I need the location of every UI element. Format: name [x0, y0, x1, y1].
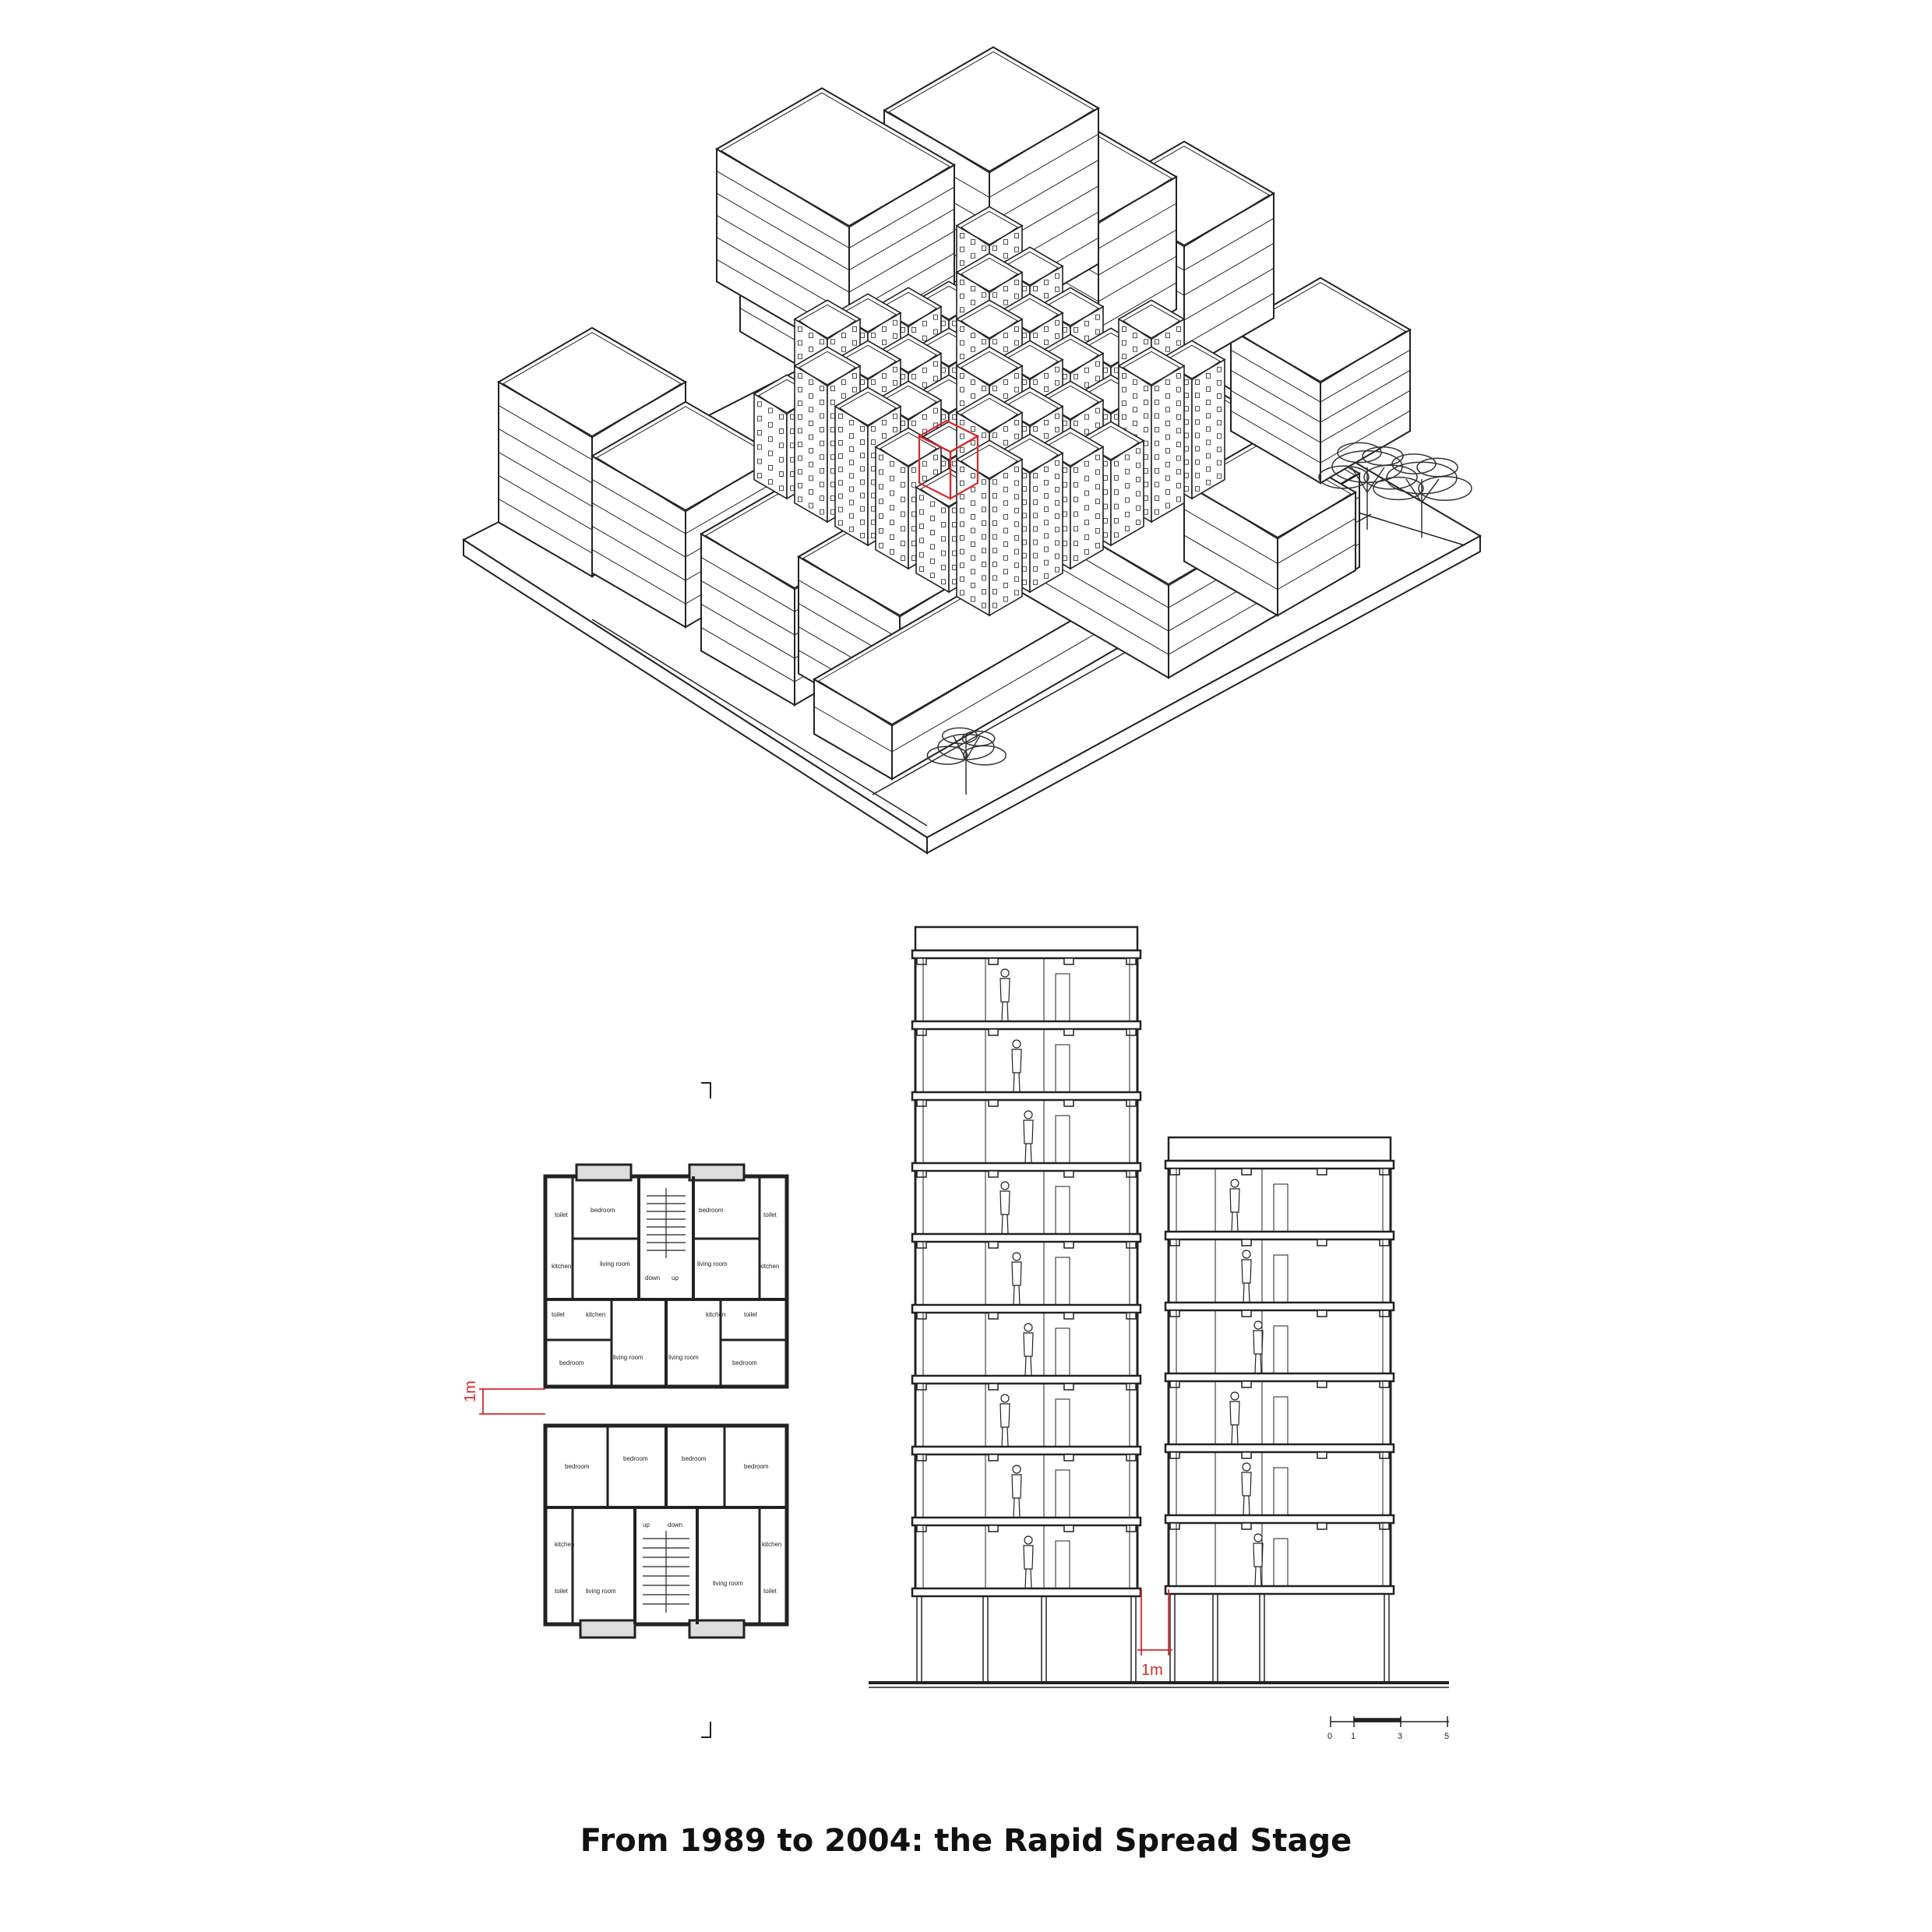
room-label: kitchen — [586, 1311, 605, 1318]
road-line — [591, 619, 928, 827]
plan-gap-dimension — [479, 1388, 545, 1415]
room-label: up — [643, 1521, 650, 1528]
person-figure — [1229, 1179, 1240, 1232]
person-figure — [1241, 1462, 1252, 1516]
room-label: bedroom — [559, 1359, 584, 1366]
room-label: bedroom — [623, 1455, 648, 1462]
room-label: living room — [586, 1588, 616, 1595]
person-figure — [1011, 1039, 1022, 1093]
scale-bar — [1330, 1716, 1449, 1727]
section-tall-building — [911, 925, 1142, 1683]
section-short-building — [1164, 1136, 1395, 1683]
tree — [1373, 453, 1472, 538]
person-figure — [999, 968, 1010, 1022]
person-figure — [1241, 1250, 1252, 1303]
room-label: living room — [668, 1354, 699, 1361]
person-figure — [999, 1181, 1010, 1235]
room-label: kitchen — [552, 1263, 571, 1270]
scale-tick-label: 3 — [1398, 1732, 1402, 1741]
room-label: bedroom — [699, 1207, 724, 1214]
person-figure — [1253, 1320, 1264, 1374]
site-slab-edge-right — [926, 534, 1481, 855]
section-marker-top — [701, 1082, 711, 1098]
room-label: bedroom — [682, 1455, 707, 1462]
figure-caption: From 1989 to 2004: the Rapid Spread Stag… — [580, 1823, 1352, 1859]
room-label: living room — [713, 1580, 743, 1587]
slab-block — [1229, 277, 1412, 485]
room-label: kitchen — [760, 1263, 779, 1270]
room-label: bedroom — [744, 1463, 769, 1470]
room-label: bedroom — [591, 1207, 615, 1214]
room-label: toilet — [555, 1588, 569, 1595]
slab-block — [1183, 437, 1357, 617]
room-label: toilet — [744, 1311, 758, 1318]
dense-towers — [753, 206, 1226, 617]
room-label: bedroom — [565, 1463, 590, 1470]
upper-apartment-block — [543, 1163, 789, 1389]
highlighted-unit — [917, 419, 980, 500]
person-figure — [1253, 1533, 1264, 1587]
room-label: toilet — [763, 1588, 777, 1595]
person-figure — [1011, 1252, 1022, 1306]
room-label: toilet — [763, 1211, 777, 1218]
person-figure — [1011, 1465, 1022, 1518]
person-figure — [1023, 1110, 1034, 1164]
room-label: down — [668, 1521, 682, 1528]
room-label: kitchen — [762, 1541, 781, 1548]
plan-gap-label: 1m — [462, 1380, 479, 1402]
section-gap-dimension — [1137, 1589, 1172, 1655]
room-label: toilet — [552, 1311, 566, 1318]
room-label: living room — [613, 1354, 643, 1361]
person-figure — [1023, 1535, 1034, 1589]
section-gap-label: 1m — [1141, 1662, 1163, 1679]
axonometric-diagram — [461, 46, 1482, 855]
apartment-tower — [955, 439, 1024, 617]
section-marker-bottom — [701, 1722, 711, 1738]
lower-apartment-block — [543, 1423, 789, 1639]
person-figure — [999, 1394, 1010, 1447]
room-label: down — [645, 1274, 660, 1282]
room-label: living room — [600, 1260, 630, 1267]
tree — [926, 727, 1007, 795]
scale-tick-label: 5 — [1444, 1732, 1449, 1741]
room-label: living room — [697, 1260, 728, 1267]
scale-tick-label: 0 — [1327, 1732, 1332, 1741]
tree — [1318, 442, 1418, 530]
person-figure — [1023, 1323, 1034, 1377]
person-figure — [1229, 1391, 1240, 1445]
room-label: kitchen — [555, 1541, 574, 1548]
room-label: kitchen — [706, 1311, 725, 1318]
room-label: bedroom — [732, 1359, 757, 1366]
room-label: toilet — [555, 1211, 569, 1218]
trees — [926, 442, 1472, 795]
room-label: up — [672, 1274, 679, 1282]
scale-tick-label: 1 — [1351, 1732, 1356, 1741]
